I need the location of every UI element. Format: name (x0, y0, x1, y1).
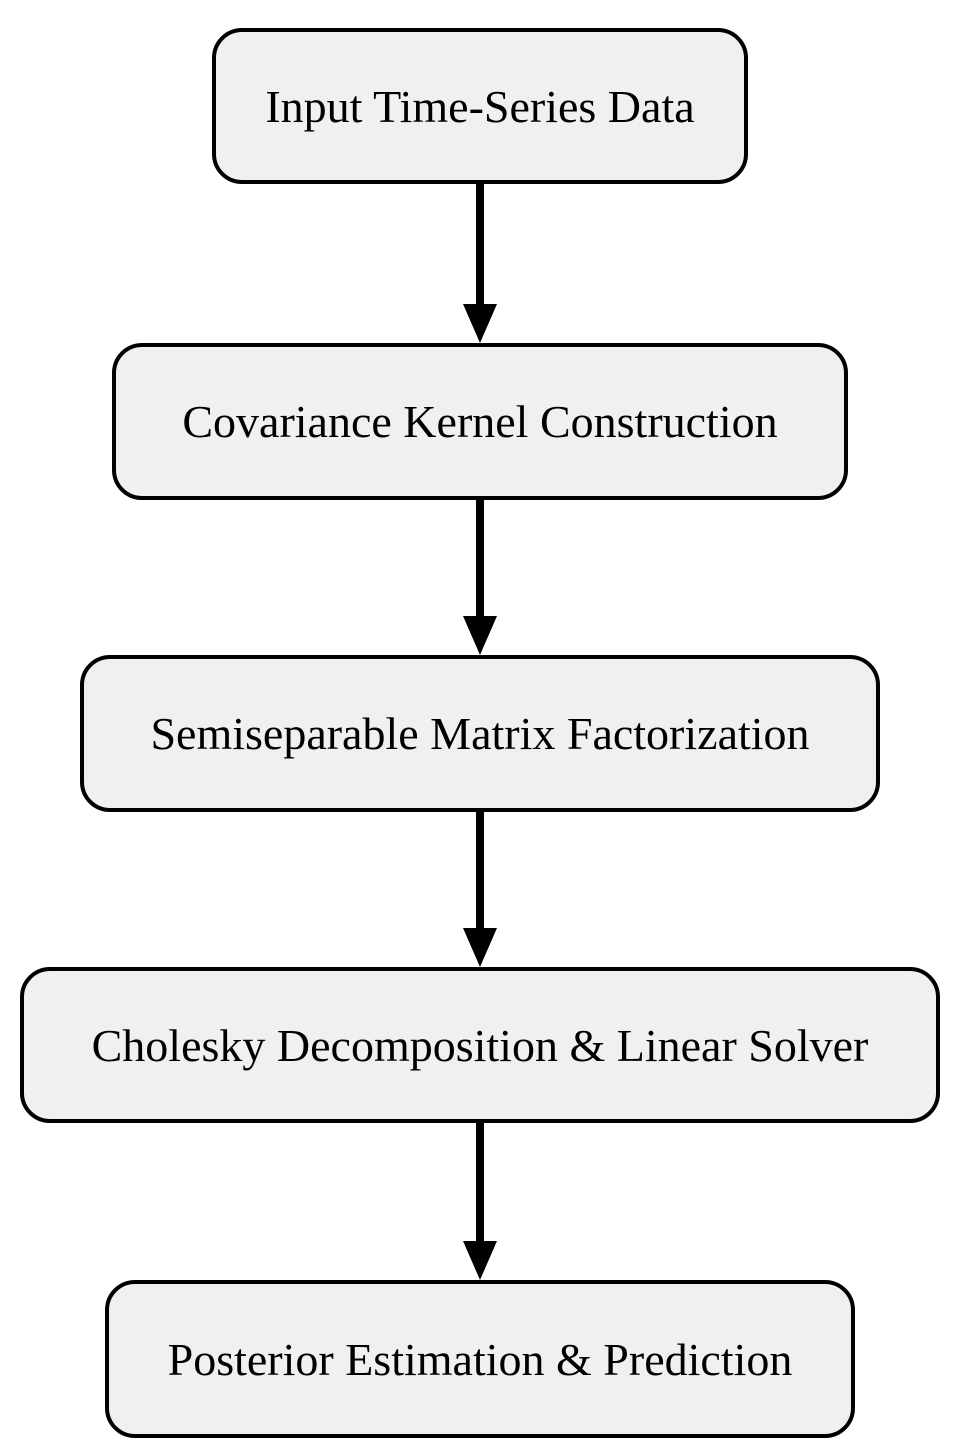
arrow-head (463, 1241, 497, 1280)
flow-node-label: Covariance Kernel Construction (182, 396, 778, 447)
arrow-down-icon (463, 1123, 497, 1280)
arrow-stem (476, 184, 484, 304)
flow-node-kernel: Covariance Kernel Construction (112, 343, 848, 500)
flow-node-cholesky: Cholesky Decomposition & Linear Solver (20, 967, 940, 1123)
flow-node-label: Cholesky Decomposition & Linear Solver (91, 1019, 869, 1071)
arrow-stem (476, 500, 484, 616)
arrow-stem (476, 1123, 484, 1241)
arrow-head (463, 616, 497, 655)
flow-node-label: Input Time-Series Data (265, 80, 695, 132)
flow-node-factorization: Semiseparable Matrix Factorization (80, 655, 880, 812)
flow-node-input: Input Time-Series Data (212, 28, 748, 184)
flow-node-label: Semiseparable Matrix Factorization (150, 708, 810, 759)
flow-node-posterior: Posterior Estimation & Prediction (105, 1280, 855, 1438)
arrow-down-icon (463, 500, 497, 655)
arrow-head (463, 928, 497, 967)
arrow-stem (476, 812, 484, 928)
arrow-head (463, 304, 497, 343)
flow-node-label: Posterior Estimation & Prediction (167, 1333, 793, 1385)
arrow-down-icon (463, 812, 497, 967)
arrow-down-icon (463, 184, 497, 343)
